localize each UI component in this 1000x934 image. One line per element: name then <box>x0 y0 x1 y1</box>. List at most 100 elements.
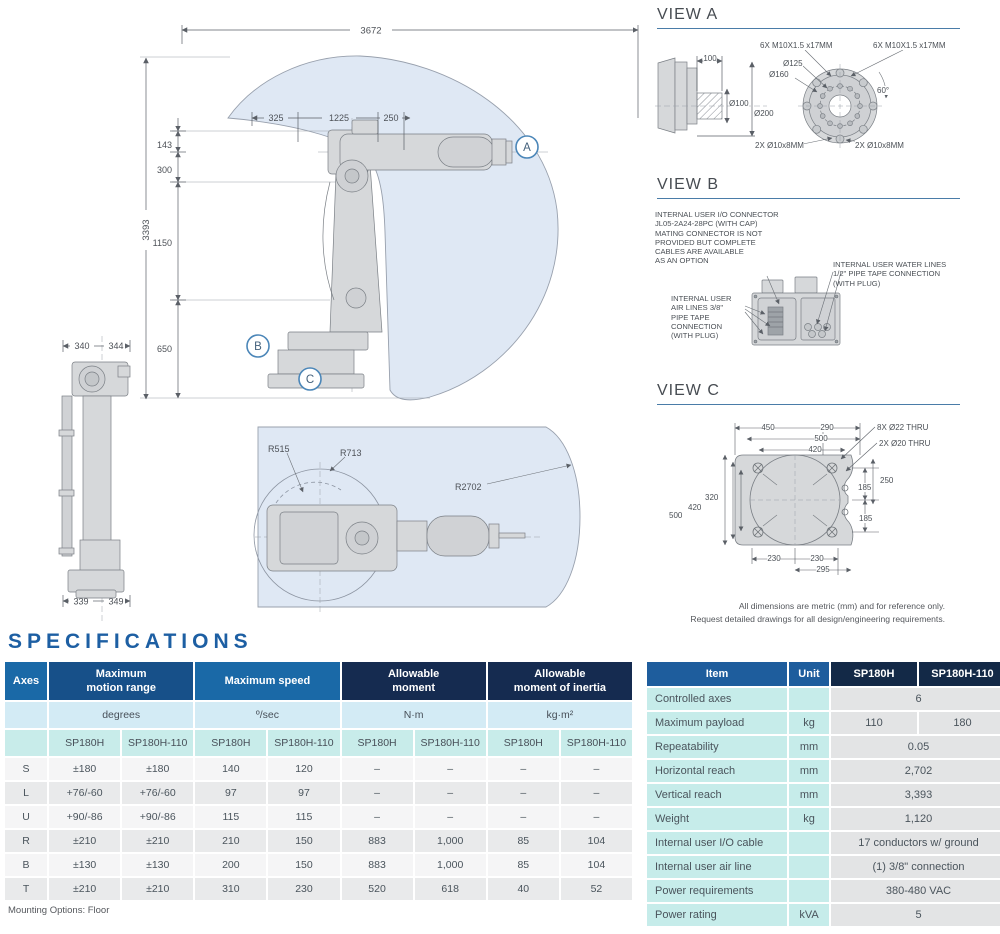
view-a-leaders <box>794 49 904 145</box>
unit-deg-per-sec: º/sec <box>195 702 340 728</box>
view-c-thru2-label: 2X Ø20 THRU <box>879 439 931 449</box>
spec-cell: 1,000 <box>414 854 486 876</box>
spec-cell: +76/-60 <box>122 782 194 804</box>
item-label: Power rating <box>647 904 787 926</box>
spec-cell: ±210 <box>122 830 194 852</box>
spec-cell: 120 <box>268 758 340 780</box>
dim-349: 349 <box>108 597 123 607</box>
unit-label: mm <box>789 784 829 806</box>
item-label: Vertical reach <box>647 784 787 806</box>
spec-cell: 150 <box>268 854 340 876</box>
item-row-repeatability: Repeatability mm 0.05 <box>647 736 1000 758</box>
dim-1225: 1225 <box>329 113 349 123</box>
spec-cell: 883 <box>341 854 413 876</box>
unit-label <box>789 856 829 878</box>
item-label: Horizontal reach <box>647 760 787 782</box>
model-label: SP180H <box>195 730 267 756</box>
view-a-drawing <box>655 49 904 148</box>
item-value: 0.05 <box>831 736 1000 758</box>
view-a-dowel-right-label: 2X Ø10x8MM <box>855 141 904 151</box>
col-header-item: Item <box>647 662 787 686</box>
item-value: 3,393 <box>831 784 1000 806</box>
unit-newton-meter: N·m <box>341 702 486 728</box>
view-a-dim-lines <box>696 56 755 137</box>
robot-front-view: 340 344 339 349 <box>58 336 131 622</box>
unit-label: mm <box>789 736 829 758</box>
dim-325: 325 <box>268 113 283 123</box>
spec-cell: 618 <box>414 878 486 900</box>
view-a-d125-label: Ø125 <box>783 59 803 69</box>
radius-r2702: R2702 <box>455 482 482 492</box>
base-plate <box>734 454 854 546</box>
view-c-thru8-label: 8X Ø22 THRU <box>877 423 929 433</box>
item-value: 380-480 VAC <box>831 880 1000 902</box>
view-a-title: VIEW A <box>657 6 719 23</box>
unit-label: mm <box>789 760 829 782</box>
dim-300: 300 <box>157 165 172 175</box>
view-c-450-label: 450 <box>761 423 775 433</box>
spec-cell: – <box>560 782 632 804</box>
model-label: SP180H-110 <box>414 730 486 756</box>
spec-cell: 883 <box>341 830 413 852</box>
view-b-section: VIEW B <box>655 176 1000 372</box>
metric-note-line1: All dimensions are metric (mm) and for r… <box>738 601 945 611</box>
spec-cell: – <box>341 806 413 828</box>
item-label: Repeatability <box>647 736 787 758</box>
item-row-air-line: Internal user air line (1) 3/8" connecti… <box>647 856 1000 878</box>
axis-label: B <box>5 854 48 876</box>
item-spec-table: Item Unit SP180H SP180H-110 Controlled a… <box>645 660 1000 928</box>
dim-340: 340 <box>74 341 89 351</box>
item-label: Controlled axes <box>647 688 787 710</box>
point-markers: A B C <box>246 135 539 391</box>
spec-cell: +76/-60 <box>49 782 121 804</box>
item-value-sp180h: 110 <box>831 712 917 734</box>
robot-top-view: R515 R713 R2702 <box>253 426 581 612</box>
item-label: Maximum payload <box>647 712 787 734</box>
spec-cell: 310 <box>195 878 267 900</box>
item-value: 17 conductors w/ ground <box>831 832 1000 854</box>
unit-cell-blank <box>5 702 48 728</box>
col-header-moment-of-inertia: Allowable moment of inertia <box>487 662 632 700</box>
item-value: (1) 3/8" connection <box>831 856 1000 878</box>
axis-label: U <box>5 806 48 828</box>
col-header-sp180h-110: SP180H-110 <box>919 662 1000 686</box>
spec-cell: 200 <box>195 854 267 876</box>
view-c-230a-label: 230 <box>767 554 781 564</box>
spec-cell: ±130 <box>49 854 121 876</box>
spec-cell: +90/-86 <box>49 806 121 828</box>
view-b-drawing <box>744 271 842 346</box>
axis-label: L <box>5 782 48 804</box>
unit-label: kg <box>789 808 829 830</box>
marker-a: A <box>523 142 531 154</box>
model-label: SP180H <box>487 730 559 756</box>
spec-cell: 85 <box>487 830 559 852</box>
view-c-185a-label: 185 <box>858 483 872 493</box>
spec-cell: 85 <box>487 854 559 876</box>
axis-row-b: B ±130 ±130 200 150 883 1,000 85 104 <box>5 854 632 876</box>
item-row-power-requirements: Power requirements 380-480 VAC <box>647 880 1000 902</box>
item-row-max-payload: Maximum payload kg 110 180 <box>647 712 1000 734</box>
view-c-230b-label: 230 <box>810 554 824 564</box>
view-b-io-note: INTERNAL USER I/O CONNECTOR JL05-2A24-28… <box>655 210 779 266</box>
item-value: 5 <box>831 904 1000 926</box>
axis-row-r: R ±210 ±210 210 150 883 1,000 85 104 <box>5 830 632 852</box>
col-header-allowable-moment: Allowable moment <box>341 662 486 700</box>
spec-cell: ±210 <box>49 878 121 900</box>
axis-label: T <box>5 878 48 900</box>
spec-cell: – <box>487 806 559 828</box>
spec-cell: – <box>414 782 486 804</box>
view-b-water-note: INTERNAL USER WATER LINES 1/2" PIPE TAPE… <box>833 260 947 288</box>
spec-cell: 140 <box>195 758 267 780</box>
item-row-power-rating: Power rating kVA 5 <box>647 904 1000 926</box>
dim-250: 250 <box>383 113 398 123</box>
view-c-dim-lines <box>722 423 879 575</box>
spec-cell: ±210 <box>122 878 194 900</box>
view-a-rule <box>657 28 960 29</box>
connector-panel <box>751 276 841 346</box>
axis-row-s: S ±180 ±180 140 120 – – – – <box>5 758 632 780</box>
side-view-work-envelope <box>227 55 559 401</box>
axis-label: S <box>5 758 48 780</box>
view-c-drawing <box>722 423 879 575</box>
item-row-vertical-reach: Vertical reach mm 3,393 <box>647 784 1000 806</box>
dim-total-height: 3393 <box>141 219 152 240</box>
